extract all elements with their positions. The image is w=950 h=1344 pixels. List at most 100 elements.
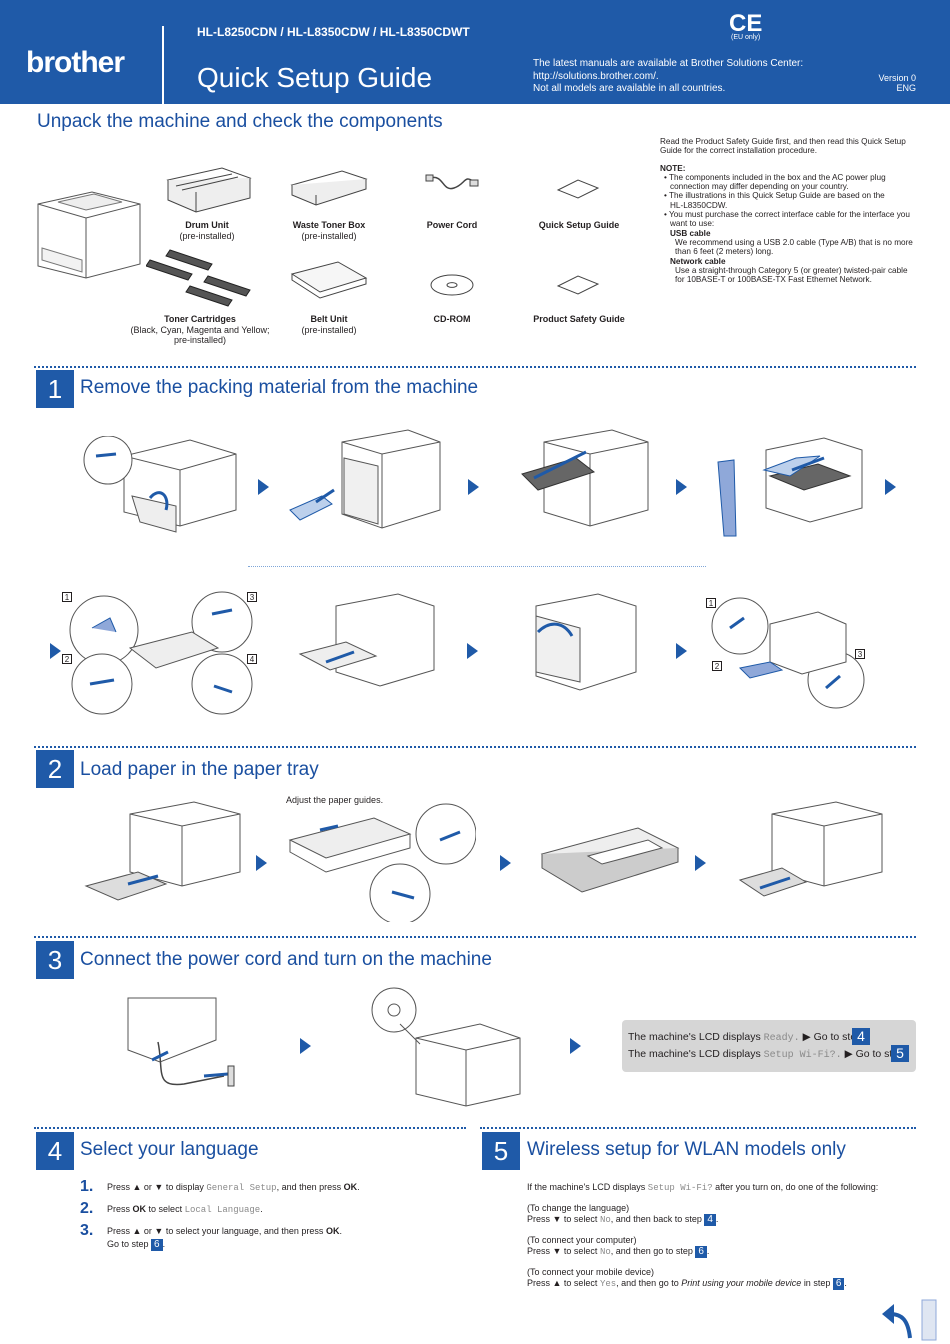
section-divider [34,1127,466,1129]
note-item: • The illustrations in this Quick Setup … [664,191,885,201]
arrow-right-icon [300,1038,311,1054]
instruction-2: Press OK to select Local Language. [107,1204,263,1216]
load-paper-illustration [540,827,680,893]
network-cable-text: for 10BASE-T or 100BASE-TX Fast Ethernet… [675,275,872,285]
instruction-text: Press [107,1204,131,1214]
instruction-text: , and then go to [616,1278,679,1288]
manuals-line: The latest manuals are available at Brot… [533,58,804,69]
step-number-2: 2 [36,750,74,788]
usb-cable-text: We recommend using a USB 2.0 cable (Type… [675,237,913,247]
lcd-text: The machine's LCD displays [628,1048,761,1060]
step-number-3: 3 [36,941,74,979]
goto-text: Go to step [107,1239,149,1249]
instruction-text: . [162,1239,166,1249]
lcd-status-box: The machine's LCD displays Ready. ▶ Go t… [622,1020,916,1072]
usb-cable-text: than 6 feet (2 meters) long. [675,247,774,257]
network-cable-text: Use a straight-through Category 5 (or gr… [675,265,908,275]
remove-tray-parts-illustration [711,597,865,709]
section-divider [34,366,916,368]
cd-rom-icon [430,274,474,296]
note-label: NOTE: [660,163,686,173]
component-note: pre-installed) [173,335,227,345]
arrow-right-icon [468,479,479,495]
remove-packing-illustration [289,429,441,529]
manuals-line: Not all models are available in all coun… [533,83,726,94]
lcd-code: No [599,1247,611,1257]
component-name: Waste Toner Box [292,220,366,230]
step-ref-6[interactable]: 6 [695,1246,707,1258]
step-ref-5[interactable]: 5 [891,1045,909,1062]
lcd-code: General Setup [206,1183,277,1193]
ok-key: OK [132,1204,147,1214]
section-divider [34,936,916,938]
callout-number: 1 [62,592,72,602]
brother-logo: brother [26,46,125,79]
component-product-safety-guide: Product Safety Guide [504,314,654,325]
lcd-code: Setup Wi-Fi?. [763,1050,842,1061]
component-name: Belt Unit [310,314,348,324]
arrow-right-icon [885,479,896,495]
lcd-code: No [599,1215,611,1225]
instruction-text: , and then go to step [610,1246,693,1256]
lcd-text: The machine's LCD displays [628,1031,761,1043]
component-cd-rom: CD-ROM [382,314,522,325]
instruction-number: 3. [80,1222,94,1239]
close-front-cover-illustration [535,593,637,691]
manuals-url[interactable]: http://solutions.brother.com/. [533,70,659,82]
step-ref-4[interactable]: 4 [852,1028,870,1045]
instruction-text: . [844,1278,847,1288]
product-safety-guide-icon [556,275,600,295]
callout-number: 1 [706,598,716,608]
instruction-3: Press ▲ or ▼ to select your language, an… [107,1226,342,1237]
lcd-code: Local Language [184,1205,261,1215]
arrow-right-icon [570,1038,581,1054]
power-on-illustration [371,987,521,1107]
pull-out-tray-illustration [84,801,241,901]
instruction-text: Press ▲ to select [527,1278,598,1288]
version-label: Version 0 [878,73,916,83]
arrow-right-icon [50,643,61,659]
lcd-code: Yes [599,1279,617,1289]
quick-setup-guide-icon [556,179,600,199]
step-number-4: 4 [36,1132,74,1170]
section-divider [480,1127,916,1129]
goto-text: ▶ Go to step [844,1048,905,1060]
instruction-text: Press ▲ or ▼ to select your language, an… [107,1226,324,1236]
adjust-guides-caption: Adjust the paper guides. [286,795,384,805]
turn-page-arrow-icon[interactable] [878,1298,938,1342]
instruction-text: . [357,1182,360,1192]
waste-toner-box-icon [290,170,368,206]
option-heading: (To connect your computer) [527,1235,637,1245]
lcd-code: Ready. [763,1033,800,1044]
step-ref-4[interactable]: 4 [704,1214,716,1226]
component-name: Quick Setup Guide [538,220,620,230]
step-number-5: 5 [482,1132,520,1170]
component-power-cord: Power Cord [382,220,522,231]
note-item: • You must purchase the correct interfac… [664,210,910,220]
insert-tray-illustration [738,801,883,897]
network-cable-label: Network cable [670,256,726,266]
component-name: Power Cord [426,220,478,230]
ok-key: OK [343,1182,358,1192]
component-name: Product Safety Guide [533,314,625,324]
callout-number: 3 [855,649,865,659]
header-banner: brother HL-L8250CDN / HL-L8350CDW / HL-L… [0,0,950,104]
header-divider [162,26,164,104]
callout-number: 2 [62,654,72,664]
instruction-number: 2. [80,1200,94,1217]
arrow-right-icon [695,855,706,871]
arrow-right-icon [256,855,267,871]
printer-open-drawer-illustration [83,436,237,533]
instruction-text: , and then press [276,1182,342,1192]
pull-drum-illustration [521,429,649,527]
step-ref-6[interactable]: 6 [832,1278,845,1290]
option-instruction: Press ▼ to select No, and then back to s… [527,1214,718,1226]
option-heading: (To change the language) [527,1203,630,1213]
goto-text: ▶ Go to step [802,1031,863,1043]
unpack-notes: Read the Product Safety Guide first, and… [660,137,922,284]
step-ref-6[interactable]: 6 [151,1239,163,1251]
component-belt-unit: Belt Unit (pre-installed) [264,314,394,335]
step1-title: Remove the packing material from the mac… [80,377,479,398]
note-item: • The components included in the box and… [664,172,886,182]
instruction-text: If the machine's LCD displays [527,1182,646,1192]
